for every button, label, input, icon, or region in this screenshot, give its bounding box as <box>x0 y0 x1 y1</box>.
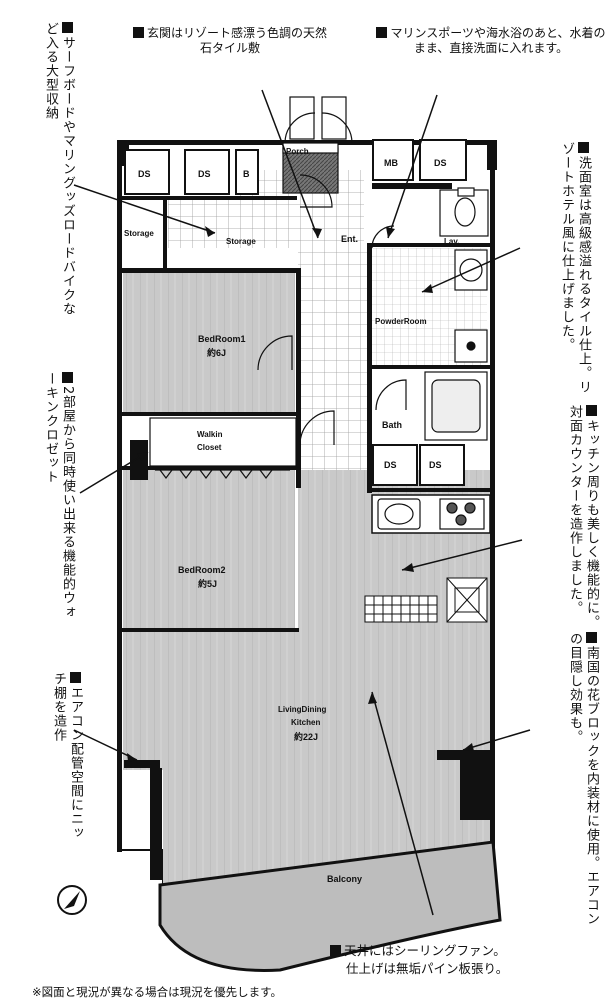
bullet-square-icon <box>585 632 597 643</box>
bedroom1-floor <box>123 272 295 412</box>
ldk-label-2: Kitchen <box>291 718 320 727</box>
porch-label: Porch <box>286 147 309 156</box>
ldk-floor <box>123 470 493 885</box>
bullet-square-icon <box>376 27 388 38</box>
walkin-label: Walkin <box>197 430 223 439</box>
bullet-square-icon <box>577 142 589 153</box>
note-powder-room: 洗面室は高級感溢れるタイル仕上。リゾートホテル風に仕上げました。 <box>559 142 591 394</box>
note-walkin-closet: 2部屋から同時使い出来る機能的ウォーキンクロゼット <box>43 372 75 620</box>
door-swings <box>257 174 407 451</box>
lav-label: Lav. <box>444 237 459 246</box>
note-ceiling: 天井にはシーリングファン。 仕上げは無垢パイン板張り。 <box>330 942 610 978</box>
flower-block <box>364 577 488 623</box>
footnote: ※図面と現況が異なる場合は現況を優先します。 <box>32 985 282 999</box>
ds-label-2: DS <box>198 169 211 179</box>
kitchen-fixtures <box>377 498 485 530</box>
note-kitchen: キッチン周りも美しく機能的に。対面カウンターを造作しました。 <box>567 405 599 629</box>
ds-label-3: DS <box>434 158 447 168</box>
north-compass-icon <box>57 885 87 915</box>
ldk-size: 約22J <box>294 731 318 742</box>
closet-rail <box>149 417 297 479</box>
bedroom1-size: 約6J <box>207 347 226 358</box>
mb-label: MB <box>384 158 398 168</box>
room-labels: DS DS B MB DS Porch Storage Storage Ent.… <box>124 147 459 884</box>
leader-lines <box>73 89 531 916</box>
bath-fixtures <box>424 371 488 441</box>
bedroom2-label: BedRoom2 <box>178 565 226 575</box>
ldk-label-1: LivingDining <box>278 705 327 714</box>
bath-label: Bath <box>382 420 402 430</box>
bedroom1-label: BedRoom1 <box>198 334 246 344</box>
bullet-square-icon <box>69 672 81 683</box>
bullet-square-icon <box>585 405 597 416</box>
walls <box>117 140 497 882</box>
note-entrance: 玄関はリゾート感漂う色調の天然石タイル敷 <box>130 26 330 56</box>
note-flower-block: 南国の花ブロックを内装材に使用。エアコンの目隠し効果も。 <box>567 632 599 926</box>
storage-label-1: Storage <box>124 229 154 238</box>
powder-room-label: PowderRoom <box>375 317 427 326</box>
ds-label-5: DS <box>429 460 442 470</box>
bullet-square-icon <box>61 372 73 383</box>
bullet-square-icon <box>132 27 144 38</box>
duct-boxes <box>124 139 467 486</box>
entrance-label: Ent. <box>341 234 358 244</box>
balcony-floor <box>158 840 502 972</box>
bullet-square-icon <box>61 22 73 33</box>
balcony-label: Balcony <box>327 874 362 884</box>
ds-label-1: DS <box>138 169 151 179</box>
note-aircon-niche: エアコン配管空間にニッチ棚を造作 <box>51 672 83 840</box>
bedroom2-size: 約5J <box>198 578 217 589</box>
note-marine: マリンスポーツや海水浴のあと、水着のまま、直接洗面に入れます。 <box>376 26 606 56</box>
ds-label-4: DS <box>384 460 397 470</box>
note-surf-storage: サーフボードやマリングッズロードバイクなど入る大型収納 <box>43 22 75 316</box>
bullet-square-icon <box>330 945 341 956</box>
lavatory-fixtures <box>439 187 489 237</box>
bedroom2-floor <box>123 470 295 630</box>
storage-label-2: Storage <box>226 237 256 246</box>
b-label: B <box>243 169 250 179</box>
hall-floor <box>298 248 372 470</box>
closet-label: Closet <box>197 443 222 452</box>
